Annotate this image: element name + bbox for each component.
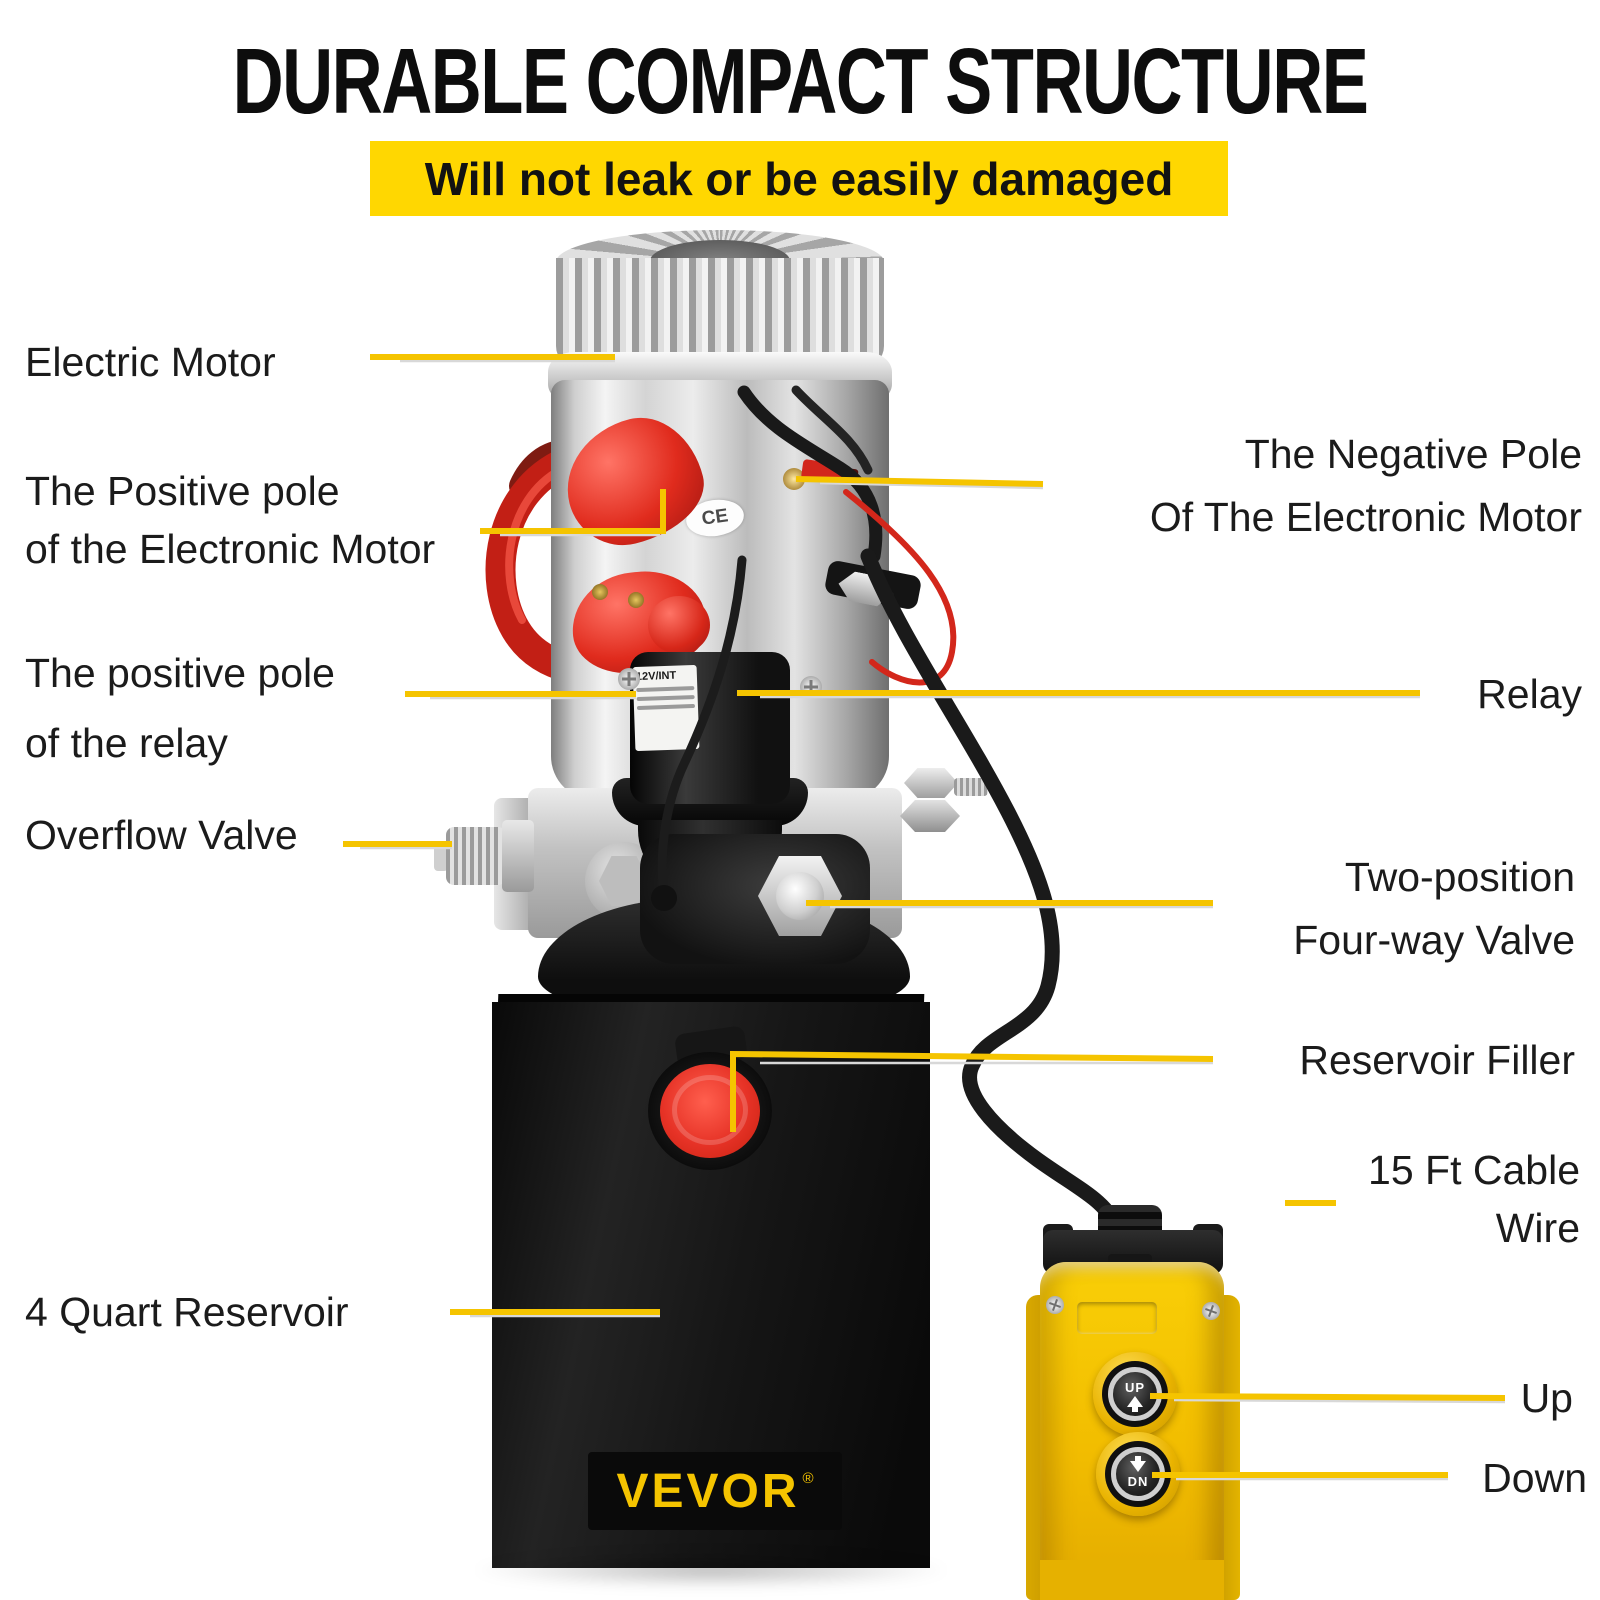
body-screw xyxy=(618,668,640,690)
down-arrow-icon xyxy=(1130,1455,1146,1472)
label-cable-wire: 15 Ft Cable Wire xyxy=(1368,1141,1580,1257)
wire-bundle xyxy=(737,385,883,563)
up-button-text: UP xyxy=(1124,1380,1146,1395)
down-button-face[interactable]: DN xyxy=(1111,1447,1165,1501)
red-cable-loop xyxy=(485,447,585,683)
label-negative-pole: The Negative Pole Of The Electronic Moto… xyxy=(1150,423,1582,549)
wire xyxy=(791,385,873,475)
pendant-screw xyxy=(1046,1296,1064,1314)
overflow-valve-hex xyxy=(502,820,534,892)
up-button-face[interactable]: UP xyxy=(1108,1367,1162,1421)
remote-cable-illustration xyxy=(860,548,1126,1238)
label-line: Of The Electronic Motor xyxy=(1149,494,1582,540)
registered-mark: ® xyxy=(802,1469,814,1487)
label-reservoir-filler: Reservoir Filler xyxy=(1299,1037,1575,1083)
ground-shadow xyxy=(468,1552,954,1588)
up-arrow-icon xyxy=(1127,1396,1143,1412)
label-up: Up xyxy=(1520,1375,1573,1421)
negative-terminal xyxy=(783,468,805,490)
leader-positive-pole-motor xyxy=(480,489,666,534)
label-line: Wire xyxy=(1495,1205,1580,1251)
leader-reservoir-filler xyxy=(730,1050,1214,1132)
subtitle-text: Will not leak or be easily damaged xyxy=(424,152,1174,205)
subtitle-banner: Will not leak or be easily damaged xyxy=(370,141,1228,216)
wire-plug xyxy=(651,885,677,911)
label-quart-reservoir: 4 Quart Reservoir xyxy=(25,1289,349,1335)
label-line: Four-way Valve xyxy=(1293,917,1575,963)
label-overflow-valve: Overflow Valve xyxy=(25,812,298,858)
pendant-screw xyxy=(1202,1302,1220,1320)
motor-cooling-fins xyxy=(556,258,884,368)
red-cable-highlight xyxy=(505,466,564,624)
four-way-valve-core xyxy=(776,872,824,920)
down-button-text: DN xyxy=(1127,1473,1149,1489)
brand-plate: VEVOR ® xyxy=(588,1452,842,1530)
label-line: The Positive pole xyxy=(25,468,340,514)
label-line: The positive pole xyxy=(25,650,335,696)
overflow-valve-illustration xyxy=(446,827,506,885)
label-down: Down xyxy=(1482,1455,1587,1501)
red-wire xyxy=(843,489,957,686)
brand-logo: VEVOR xyxy=(616,1464,800,1518)
label-line: of the Electronic Motor xyxy=(25,526,436,572)
label-line: 15 Ft Cable xyxy=(1368,1147,1580,1193)
label-positive-pole-motor: The Positive pole of the Electronic Moto… xyxy=(25,462,435,578)
manifold-stud xyxy=(954,778,988,796)
leader-negative-pole xyxy=(795,476,1044,487)
positive-terminal-boot-tip xyxy=(648,596,710,654)
wire-to-valve xyxy=(657,555,747,901)
leader-up xyxy=(1149,1393,1506,1401)
reservoir-filler-illustration xyxy=(660,1064,760,1158)
body-screw-gold xyxy=(592,584,608,600)
page-title: DURABLE COMPACT STRUCTURE xyxy=(232,29,1369,133)
label-four-way-valve: Two-position Four-way Valve xyxy=(1293,846,1575,972)
manifold-fitting xyxy=(904,768,958,798)
label-line: Two-position xyxy=(1344,854,1575,900)
pendant-bracket-front xyxy=(1040,1560,1224,1600)
label-electric-motor: Electric Motor xyxy=(25,339,276,385)
label-relay: Relay xyxy=(1477,671,1582,717)
label-line: The Negative Pole xyxy=(1244,431,1582,477)
label-line: of the relay xyxy=(25,720,228,766)
label-positive-pole-relay: The positive pole of the relay xyxy=(25,638,335,778)
body-screw-gold xyxy=(628,592,644,608)
